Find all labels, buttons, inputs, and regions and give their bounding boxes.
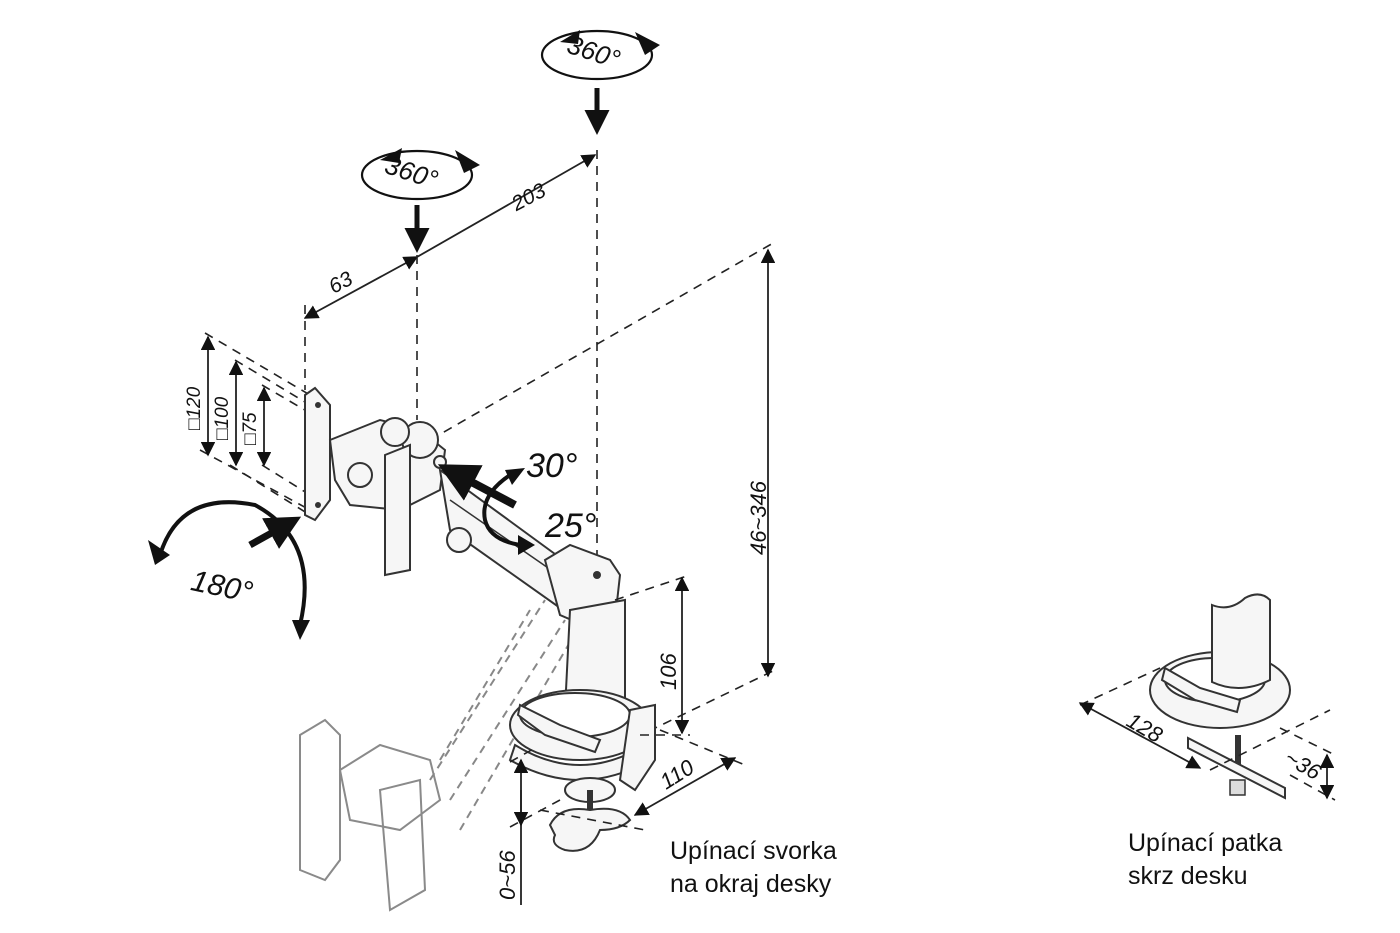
rotation-arrow-icon xyxy=(635,32,660,55)
tilt-up-label: 30° xyxy=(526,447,577,485)
rotation-arrow-icon xyxy=(380,148,402,163)
tilt-up-down-indicator: 30° 25° xyxy=(437,447,596,555)
dim-vesa-100: □100 xyxy=(212,396,233,440)
rotation-arrow-icon xyxy=(292,620,310,640)
tilt-down-label: 25° xyxy=(544,507,596,545)
dim-63: 63 xyxy=(325,267,357,298)
grommet-caption: Upínací patka skrz desku xyxy=(1128,827,1282,893)
lowered-arm-ghost xyxy=(299,599,581,912)
dim-36: ~36 xyxy=(1281,745,1326,786)
height-dimension: 46~346 xyxy=(429,241,776,746)
dim-vesa-120: □120 xyxy=(184,386,205,430)
rotation-arrow-icon xyxy=(455,150,480,173)
arm-rotation-indicator: 360° xyxy=(360,148,480,253)
monitor-head xyxy=(304,386,447,577)
grommet-mount xyxy=(1149,593,1291,800)
dim-vesa-75: □75 xyxy=(240,412,261,445)
grommet-caption-line1: Upínací patka xyxy=(1128,829,1283,857)
dim-128: 128 xyxy=(1123,708,1168,748)
rotation-arrow-icon xyxy=(560,30,580,44)
rotation-arrow-icon xyxy=(148,540,170,565)
clamp-caption-line1: Upínací svorka xyxy=(670,837,837,865)
dim-110: 110 xyxy=(655,754,699,794)
grommet-range-dimension: ~36 xyxy=(1279,727,1336,801)
tilt-180-indicator: 180° xyxy=(148,500,310,640)
dim-0-56: 0~56 xyxy=(495,850,520,900)
clamp-caption-line2: na okraj desky xyxy=(670,870,832,898)
tilt-180-label: 180° xyxy=(188,564,256,609)
clamp-caption: Upínací svorka na okraj desky xyxy=(670,835,837,901)
pole-and-clamp xyxy=(508,598,656,852)
clamp-range-dimension: 0~56 xyxy=(495,747,561,905)
pole-height-dimension: 106 xyxy=(614,574,691,736)
top-rotation-indicator: 360° xyxy=(540,29,660,135)
dim-106: 106 xyxy=(656,653,681,690)
grommet-caption-line2: skrz desku xyxy=(1128,862,1248,890)
vesa-dimensions: □120 □100 □75 xyxy=(184,332,311,516)
dim-height-range: 46~346 xyxy=(746,480,771,555)
